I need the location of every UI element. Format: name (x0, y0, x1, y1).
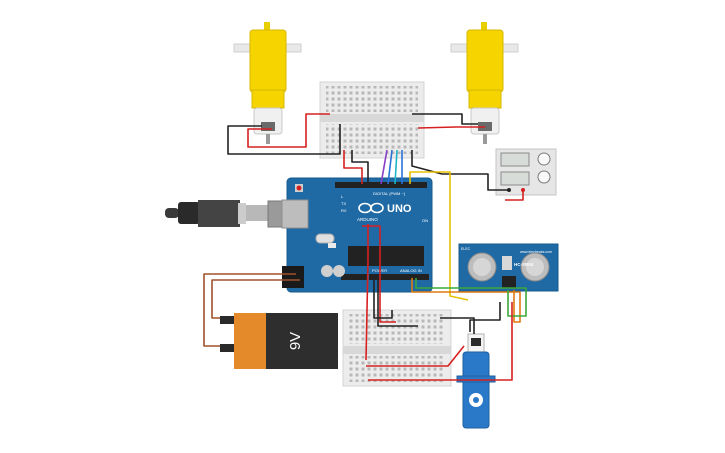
wire-black-supply (411, 150, 509, 191)
wire-red-sensor (368, 302, 513, 381)
wire-red-vin (362, 225, 396, 323)
wire-red-supply (505, 190, 524, 201)
wire-black-gnd-2 (377, 278, 418, 327)
left-dc-motor[interactable] (233, 22, 302, 144)
sensor-model: HC-SR04 (514, 262, 534, 267)
board-maker: ARDUINO (357, 217, 378, 222)
rx-label: RX (341, 208, 347, 213)
infinity-logo-icon (358, 202, 384, 214)
l-label: L (341, 194, 344, 199)
wire-blue (387, 149, 393, 185)
servo-motor[interactable] (456, 333, 496, 429)
dual-power-supply[interactable] (495, 148, 557, 196)
wire-green (415, 278, 527, 317)
on-label: ON (422, 218, 428, 223)
analog-label: ANALOG IN (400, 268, 422, 273)
wire-purple (380, 149, 388, 185)
top-breadboard[interactable] (319, 81, 425, 159)
wire-red-5v (365, 224, 369, 361)
board-brand: UNO (387, 203, 412, 215)
wire-black-servo (440, 317, 475, 334)
digital-label: DIGITAL (PWM ~) (373, 191, 406, 196)
wire-yellow (409, 171, 469, 301)
ultrasonic-sensor[interactable]: www.elecfreaks.com HC-SR04 ELEC (458, 243, 559, 292)
bottom-breadboard[interactable] (342, 309, 452, 387)
wire-red-left-motor (247, 113, 330, 148)
wire-black-right-motor (412, 113, 478, 125)
wires (203, 113, 527, 381)
wire-black-bb-top (351, 150, 369, 184)
wire-brown-battery-2 (211, 279, 300, 319)
wire-black-left-motor (227, 124, 341, 155)
right-dc-motor[interactable] (450, 22, 519, 144)
wire-black-gnd (373, 278, 393, 319)
battery-label: 9V (287, 332, 304, 350)
wire-cyan (394, 149, 398, 185)
wire-red-right-motor (417, 126, 485, 129)
wire-brown-battery-1 (203, 273, 296, 347)
sensor-website: www.elecfreaks.com (520, 250, 552, 254)
wire-red-servo (366, 345, 465, 367)
9v-battery[interactable]: 9V (220, 313, 338, 369)
sensor-corner-text: ELEC (461, 247, 471, 251)
wire-black-sensor (469, 302, 501, 332)
wire-red-bb-top (343, 150, 363, 184)
arduino-uno[interactable]: UNO ARDUINO DIGITAL (PWM ~) ANALOG IN PO… (281, 177, 433, 293)
tx-label: TX (341, 201, 346, 206)
